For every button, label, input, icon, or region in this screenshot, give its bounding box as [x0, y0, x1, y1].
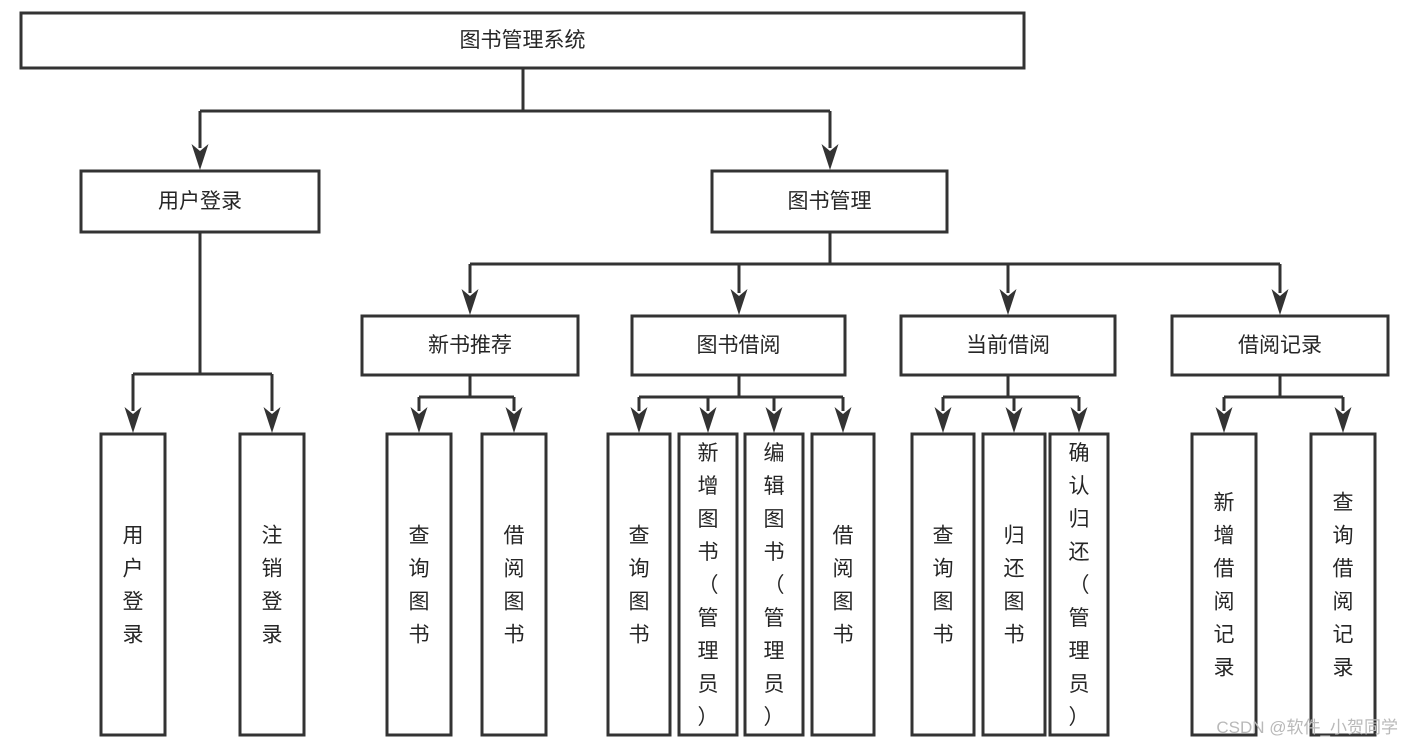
node-box — [677, 432, 739, 737]
arrow-head-icon — [765, 407, 783, 433]
node-root[interactable]: 图书管理系统 — [19, 11, 1026, 70]
node-n-borrow-record[interactable]: 借阅记录 — [1170, 314, 1390, 377]
node-l-borrow-book-1[interactable]: 借阅图书 — [480, 432, 548, 737]
node-n-new-book-rec[interactable]: 新书推荐 — [360, 314, 580, 377]
node-box — [238, 432, 306, 737]
arrow-head-icon — [410, 407, 428, 433]
arrow-head-icon — [124, 407, 142, 433]
node-box — [79, 169, 321, 234]
node-label: 归还图书 — [1004, 525, 1025, 647]
arrow-head-icon — [263, 407, 281, 433]
node-box — [1170, 314, 1390, 377]
node-box — [385, 432, 453, 737]
arrow-head-icon — [1271, 289, 1289, 315]
node-box — [480, 432, 548, 737]
node-n-book-borrow[interactable]: 图书借阅 — [630, 314, 847, 377]
arrow-head-icon — [1334, 407, 1352, 433]
arrow-head-icon — [999, 289, 1017, 315]
arrow-head-icon — [191, 144, 209, 170]
node-l-query-book-3[interactable]: 查询图书 — [910, 432, 976, 737]
node-l-query-record[interactable]: 查询借阅记录 — [1309, 432, 1377, 737]
node-n-current-borrow[interactable]: 当前借阅 — [899, 314, 1117, 377]
node-label: 确认归还（管理员） — [1069, 442, 1090, 729]
node-l-user-login[interactable]: 用户登录 — [99, 432, 167, 737]
node-label: 编辑图书（管理员） — [764, 442, 785, 729]
arrow-head-icon — [505, 407, 523, 433]
node-l-query-book-2[interactable]: 查询图书 — [606, 432, 672, 737]
node-box — [360, 314, 580, 377]
node-box — [1309, 432, 1377, 737]
node-box — [99, 432, 167, 737]
node-label: 查询借阅记录 — [1333, 492, 1354, 680]
node-label: 借阅图书 — [833, 525, 854, 647]
node-l-add-record[interactable]: 新增借阅记录 — [1190, 432, 1258, 737]
node-box — [630, 314, 847, 377]
node-box — [19, 11, 1026, 70]
node-label: 查询图书 — [409, 525, 430, 647]
node-box — [910, 432, 976, 737]
node-label: 图书管理 — [788, 190, 872, 213]
arrow-head-icon — [1005, 407, 1023, 433]
node-label: 借阅记录 — [1238, 334, 1322, 357]
arrow-head-icon — [699, 407, 717, 433]
node-label: 查询图书 — [629, 525, 650, 647]
arrow-head-icon — [630, 407, 648, 433]
node-l-borrow-book-2[interactable]: 借阅图书 — [810, 432, 876, 737]
node-label: 当前借阅 — [966, 334, 1050, 357]
arrow-head-icon — [934, 407, 952, 433]
connector-layer — [124, 68, 1352, 433]
node-l-query-book-1[interactable]: 查询图书 — [385, 432, 453, 737]
node-l-add-book-admin[interactable]: 新增图书（管理员） — [677, 432, 739, 737]
node-box — [743, 432, 805, 737]
node-layer: 图书管理系统用户登录图书管理新书推荐图书借阅当前借阅借阅记录用户登录注销登录查询… — [19, 11, 1390, 737]
arrow-head-icon — [1215, 407, 1233, 433]
node-label: 注销登录 — [262, 525, 283, 647]
node-l-return-book[interactable]: 归还图书 — [981, 432, 1047, 737]
node-box — [981, 432, 1047, 737]
node-box — [1190, 432, 1258, 737]
node-label: 新增图书（管理员） — [698, 442, 719, 729]
node-label: 用户登录 — [123, 525, 144, 647]
arrow-head-icon — [461, 289, 479, 315]
node-box — [710, 169, 949, 234]
node-box — [810, 432, 876, 737]
arrow-head-icon — [730, 289, 748, 315]
node-label: 查询图书 — [933, 525, 954, 647]
node-label: 图书借阅 — [697, 334, 781, 357]
node-box — [606, 432, 672, 737]
node-box — [899, 314, 1117, 377]
arrow-head-icon — [834, 407, 852, 433]
csdn-watermark: CSDN @软件_小贺同学 — [1216, 718, 1398, 737]
node-label: 新增借阅记录 — [1214, 492, 1235, 680]
node-label: 用户登录 — [158, 190, 242, 213]
node-n-book-mgmt[interactable]: 图书管理 — [710, 169, 949, 234]
node-l-confirm-return-admin[interactable]: 确认归还（管理员） — [1048, 432, 1110, 737]
node-n-user-login[interactable]: 用户登录 — [79, 169, 321, 234]
node-label: 新书推荐 — [428, 334, 512, 357]
node-l-logout[interactable]: 注销登录 — [238, 432, 306, 737]
node-label: 借阅图书 — [504, 525, 525, 647]
arrow-head-icon — [821, 144, 839, 170]
node-label: 图书管理系统 — [460, 29, 586, 52]
node-l-edit-book-admin[interactable]: 编辑图书（管理员） — [743, 432, 805, 737]
arrow-head-icon — [1070, 407, 1088, 433]
node-box — [1048, 432, 1110, 737]
